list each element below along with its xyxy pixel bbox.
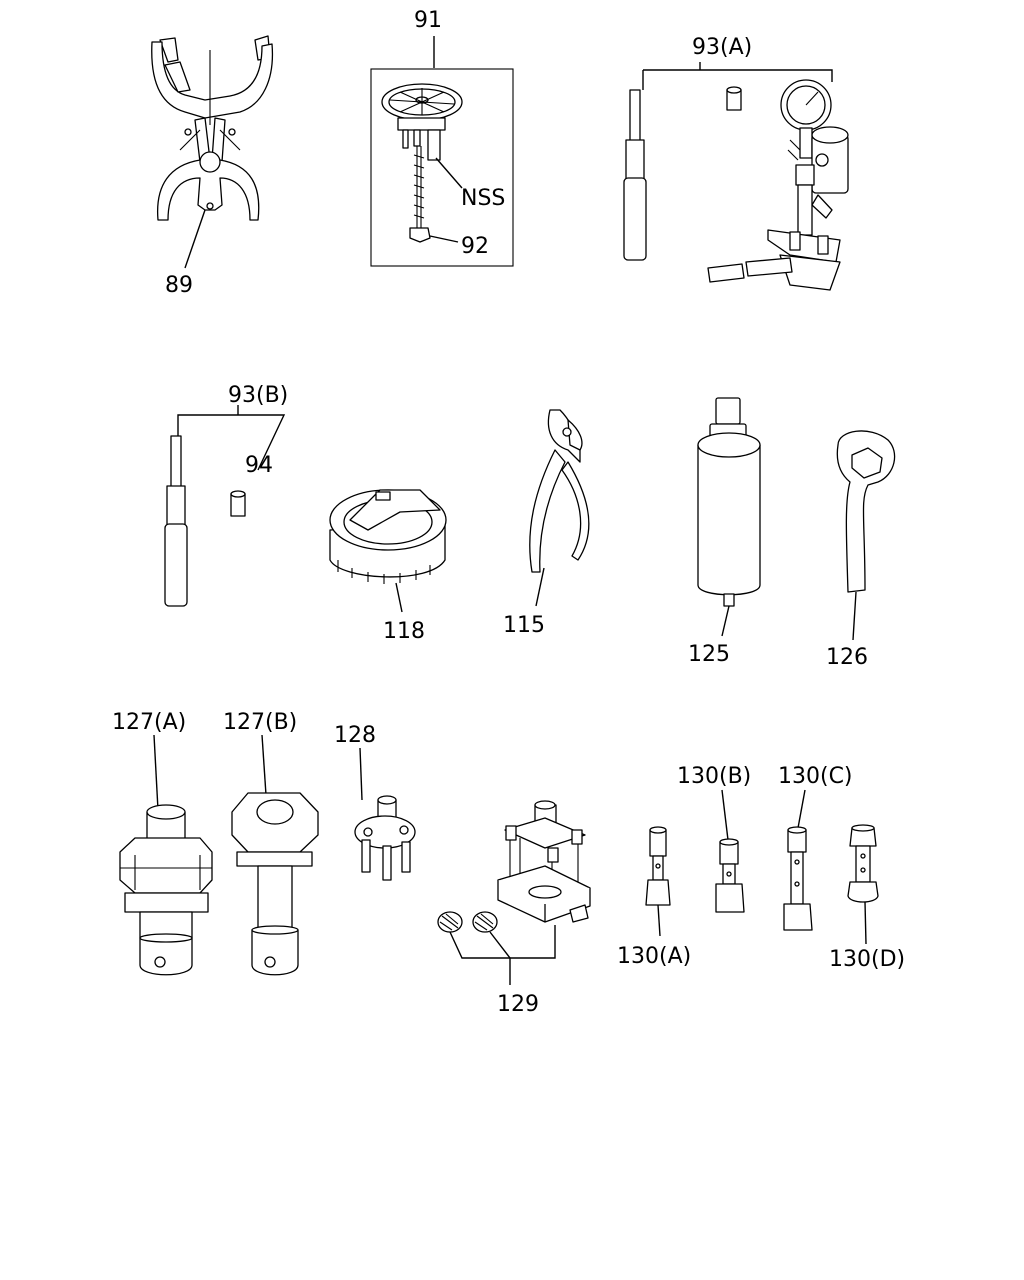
label-130b: 130(B)	[677, 764, 751, 789]
part-93a-nozzle-tester-drawing	[623, 62, 849, 291]
part-128-three-pin-holder-drawing	[354, 747, 416, 881]
label-93a: 93(A)	[692, 35, 752, 60]
label-93b: 93(B)	[228, 383, 288, 408]
label-94: 94	[245, 453, 273, 478]
label-nss: NSS	[461, 186, 505, 211]
label-125: 125	[688, 642, 730, 667]
part-130a-adapter-drawing	[645, 826, 671, 937]
part-127b-socket-drawing	[231, 734, 319, 976]
part-93b-pin-and-spacer-drawing	[164, 405, 286, 607]
part-127a-socket-drawing	[119, 734, 213, 976]
label-130a: 130(A)	[617, 944, 691, 969]
part-91-wheel-puller-drawing	[370, 36, 514, 267]
part-118-filter-wrench-drawing	[329, 489, 447, 613]
part-125-cylinder-drawing	[697, 397, 761, 637]
label-130d: 130(D)	[829, 947, 905, 972]
part-130b-adapter-drawing	[715, 789, 745, 913]
part-126-box-wrench-drawing	[836, 430, 896, 641]
part-130d-adapter-drawing	[847, 824, 879, 945]
label-92: 92	[461, 234, 489, 259]
part-89-ring-tool-drawing	[151, 35, 274, 269]
label-128: 128	[334, 723, 376, 748]
label-130c: 130(C)	[778, 764, 853, 789]
label-127b: 127(B)	[223, 710, 297, 735]
label-126: 126	[826, 645, 868, 670]
label-127a: 127(A)	[112, 710, 186, 735]
label-115: 115	[503, 613, 545, 638]
label-91: 91	[414, 8, 442, 33]
part-129-fixture-drawing	[437, 800, 591, 985]
label-118: 118	[383, 619, 425, 644]
label-89: 89	[165, 273, 193, 298]
part-115-pliers-drawing	[529, 409, 590, 607]
part-130c-adapter-drawing	[783, 789, 813, 931]
label-129: 129	[497, 992, 539, 1017]
